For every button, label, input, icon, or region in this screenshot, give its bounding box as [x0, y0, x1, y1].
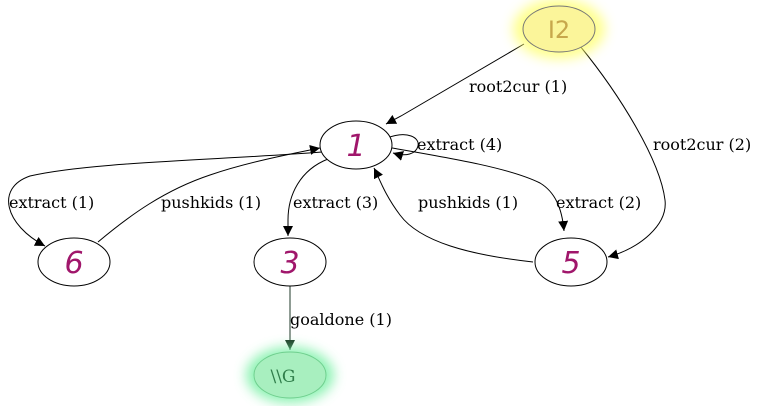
node-start[interactable]: I2	[513, 0, 605, 59]
node-shape	[37, 237, 111, 287]
node-label: 6	[64, 246, 83, 281]
edge-label-loop-1: extract (4)	[417, 135, 502, 154]
node-label: 3	[280, 246, 299, 281]
node-3[interactable]: 3	[253, 237, 327, 287]
edge-start-to-5	[579, 45, 666, 260]
node-label: \\G	[270, 367, 295, 387]
edge-1-to-5	[391, 147, 569, 232]
edge-label-1-to-5: extract (2)	[556, 193, 641, 212]
node-1[interactable]: 1	[319, 120, 393, 170]
edge-5-to-1	[373, 167, 534, 263]
edge-label-1-to-3: extract (3)	[293, 193, 378, 212]
node-shape	[319, 120, 393, 170]
edge-line	[386, 134, 419, 161]
node-label: 5	[561, 246, 580, 281]
node-goal[interactable]: \\G	[246, 347, 334, 403]
edge-line	[97, 145, 321, 243]
edge-line	[579, 45, 666, 260]
edge-loop-1	[386, 134, 419, 161]
edge-label-6-to-1: pushkids (1)	[161, 193, 261, 212]
edge-line	[391, 147, 569, 232]
edge-1-to-3	[283, 158, 329, 236]
node-6[interactable]: 6	[37, 237, 111, 287]
edge-line	[373, 167, 534, 263]
goal-node-shape	[253, 351, 327, 399]
edge-label-1-to-6: extract (1)	[9, 193, 94, 212]
edge-line	[8, 151, 323, 247]
edge-label-start-to-5: root2cur (2)	[653, 135, 751, 154]
node-shape	[534, 237, 608, 287]
node-label: I2	[548, 16, 570, 44]
edge-1-to-6	[8, 151, 323, 247]
node-shape	[253, 237, 327, 287]
edge-6-to-1	[97, 145, 321, 243]
edge-line	[283, 158, 329, 236]
edge-start-to-1	[385, 43, 525, 125]
edge-line	[385, 43, 525, 125]
edge-label-3-to-goal: goaldone (1)	[290, 310, 392, 329]
node-label: 1	[346, 129, 365, 164]
edge-label-start-to-1: root2cur (1)	[469, 77, 567, 96]
node-5[interactable]: 5	[534, 237, 608, 287]
start-node-shape	[522, 5, 596, 53]
edge-label-5-to-1: pushkids (1)	[418, 193, 518, 212]
